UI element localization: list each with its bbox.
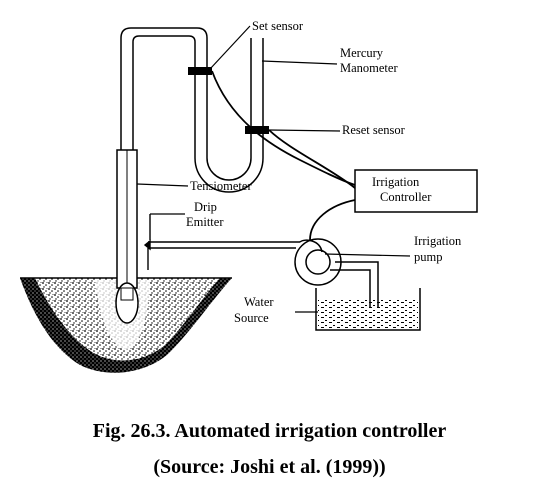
irrigation-pump-label-1: Irrigation	[414, 234, 462, 248]
manometer-connecting-tube	[120, 27, 264, 193]
tensiometer	[115, 149, 139, 324]
soil-profile	[20, 277, 232, 373]
drip-emitter	[143, 214, 300, 270]
mercury-manometer-label-1: Mercury	[340, 46, 384, 60]
tensiometer-label: Tensiometer	[190, 179, 252, 193]
irrigation-system-diagram: Irrigation Controller Set sensor Mercury…	[20, 19, 478, 373]
water-source-label-2: Source	[234, 311, 269, 325]
reset-sensor-label: Reset sensor	[342, 123, 406, 137]
water-source-tank	[315, 288, 421, 331]
label-leader-lines	[136, 25, 411, 313]
figure-caption: Fig. 26.3. Automated irrigation controll…	[92, 420, 447, 442]
sensor-wires	[211, 70, 356, 241]
reset-sensor	[245, 126, 269, 134]
drip-emitter-label-2: Emitter	[186, 215, 224, 229]
mercury-manometer-label-2: Manometer	[340, 61, 398, 75]
set-sensor-label: Set sensor	[252, 19, 304, 33]
figure-source-citation: (Source: Joshi et al. (1999))	[153, 456, 386, 478]
irrigation-controller: Irrigation Controller	[354, 169, 478, 213]
irrigation-pump	[294, 238, 379, 308]
irrigation-controller-label-1: Irrigation	[372, 175, 420, 189]
water-source-label-1: Water	[244, 295, 274, 309]
drip-emitter-label-1: Drip	[194, 200, 217, 214]
irrigation-pump-label-2: pump	[414, 250, 442, 264]
set-sensor	[188, 67, 212, 75]
irrigation-controller-label-2: Controller	[380, 190, 432, 204]
